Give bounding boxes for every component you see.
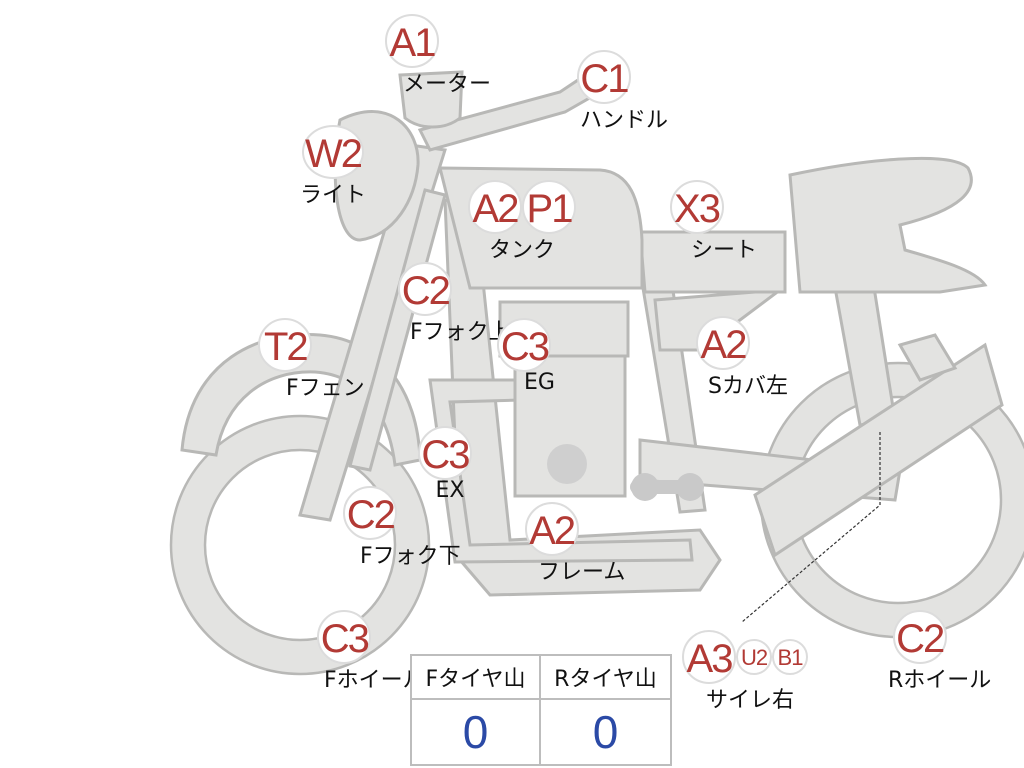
callout-side-cover-left[interactable]: A2 Sカバ左: [658, 316, 788, 400]
badge-tank-2: P1: [522, 180, 576, 234]
label-engine: EG: [524, 370, 555, 395]
badge-muffler-right-1: A3: [682, 630, 736, 684]
callout-exhaust[interactable]: C3 EX: [418, 426, 472, 503]
callout-fork-lower[interactable]: C2 Fフォク下: [280, 486, 461, 570]
label-frame: フレーム: [538, 560, 626, 585]
front-wheel-outer: [169, 414, 431, 676]
rear-tread-header: Rタイヤ山: [541, 656, 670, 700]
callout-handle[interactable]: C1 ハンドル: [540, 50, 668, 134]
label-f-wheel: Fホイール: [324, 668, 425, 693]
label-r-wheel: Rホイール: [888, 668, 992, 693]
footpeg-end-left: [631, 473, 659, 501]
engine-cover-shape: [547, 444, 587, 484]
callout-seat[interactable]: X3 シート: [636, 180, 757, 264]
label-seat: シート: [691, 238, 758, 263]
badge-engine: C3: [497, 318, 552, 372]
front-tread-value[interactable]: 0: [412, 700, 541, 764]
badge-meter: A1: [385, 14, 439, 68]
badge-f-fender: T2: [258, 318, 313, 372]
badge-exhaust: C3: [418, 426, 472, 480]
label-light: ライト: [300, 183, 367, 208]
muffler-leader-line: [741, 432, 881, 623]
callout-frame[interactable]: A2 フレーム: [478, 502, 625, 586]
callout-tank[interactable]: A2 P1 タンク: [468, 180, 576, 264]
badge-muffler-right-3: B1: [772, 639, 808, 675]
label-exhaust: EX: [435, 478, 465, 503]
callout-engine[interactable]: C3 EG: [494, 318, 555, 395]
callout-fork-upper[interactable]: C2 Fフォク上: [340, 262, 511, 346]
label-handle: ハンドル: [580, 108, 669, 133]
label-meter: メーター: [403, 72, 492, 97]
badge-f-wheel: C3: [317, 610, 372, 664]
meter-shape: [398, 70, 464, 129]
callout-f-wheel[interactable]: C3 Fホイール: [264, 610, 425, 694]
callout-f-fender[interactable]: T2 Fフェン: [206, 318, 365, 402]
badge-fork-upper: C2: [398, 262, 453, 316]
label-side-cover-left: Sカバ左: [708, 374, 788, 399]
callout-light[interactable]: W2 ライト: [300, 125, 366, 209]
front-fork-rear-shape: [348, 188, 447, 472]
label-fork-lower: Fフォク下: [360, 544, 461, 569]
callout-meter[interactable]: A1 メーター: [385, 14, 491, 98]
badge-light: W2: [302, 125, 364, 179]
front-tread-header: Fタイヤ山: [412, 656, 541, 700]
label-f-fender: Fフェン: [286, 376, 365, 401]
muffler-shape: [753, 342, 1004, 558]
badge-muffler-right-2: U2: [736, 639, 772, 675]
front-wheel-shape: [171, 416, 429, 674]
label-muffler-right: サイレ右: [705, 688, 794, 713]
callout-muffler-right[interactable]: A3 U2 B1 サイレ右: [682, 630, 808, 714]
tire-tread-table: Fタイヤ山 Rタイヤ山 0 0: [410, 654, 672, 766]
badge-r-wheel: C2: [892, 610, 947, 664]
badge-handle: C1: [577, 50, 631, 104]
badge-seat: X3: [669, 180, 724, 234]
badge-fork-lower: C2: [343, 486, 398, 540]
footpeg-end-right: [676, 473, 704, 501]
badge-tank-1: A2: [468, 180, 522, 234]
front-wheel-inner: [203, 448, 397, 642]
badge-side-cover-left: A2: [695, 316, 750, 370]
seat-rear-shape: [788, 156, 988, 294]
callout-r-wheel[interactable]: C2 Rホイール: [848, 610, 991, 694]
muffler-tip-shape: [897, 333, 958, 382]
badge-frame: A2: [524, 502, 579, 556]
label-fork-upper: Fフォク上: [410, 320, 511, 345]
label-tank: タンク: [488, 238, 555, 263]
rear-tread-value[interactable]: 0: [592, 706, 619, 758]
